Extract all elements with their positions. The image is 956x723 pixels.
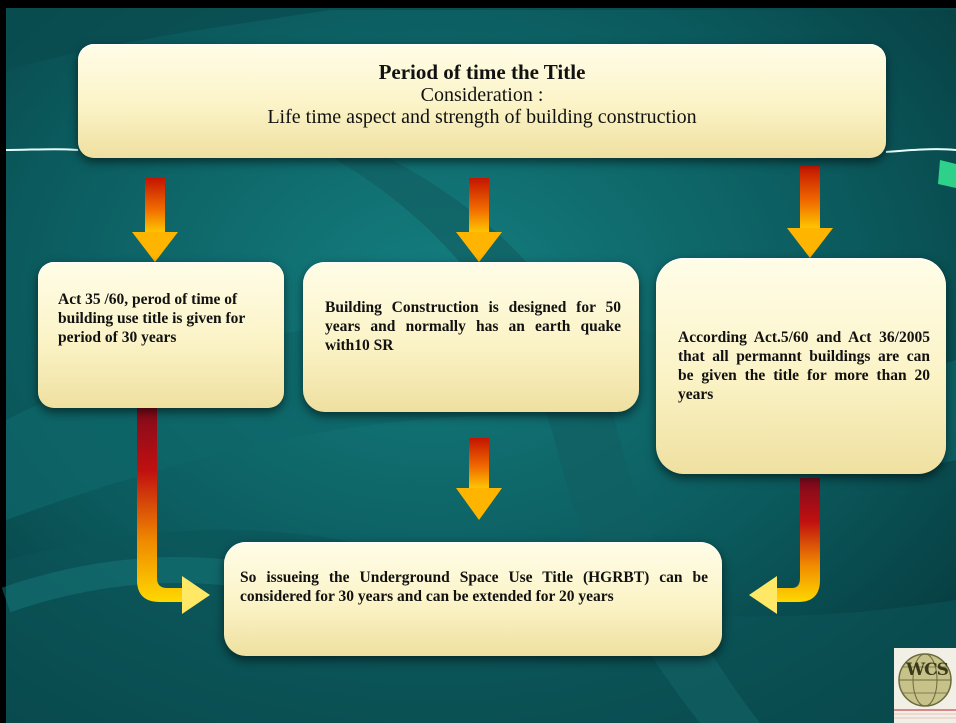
title-heading: Period of time the Title <box>378 60 586 84</box>
title-subheading: Consideration : <box>420 84 544 106</box>
conclusion-text: So issueing the Underground Space Use Ti… <box>240 569 708 605</box>
title-box: Period of time the Title Consideration :… <box>78 44 886 158</box>
globe-logo-icon <box>894 648 956 723</box>
arrow-middle-to-bottom <box>456 438 502 520</box>
arrow-left-to-bottom <box>137 400 210 614</box>
arrow-right-to-bottom <box>749 478 820 614</box>
left-act-box: Act 35 /60, perod of time of building us… <box>38 262 284 408</box>
arrow-middle-down <box>456 178 502 262</box>
right-act-box: According Act.5/60 and Act 36/2005 that … <box>656 258 946 474</box>
right-act-text: According Act.5/60 and Act 36/2005 that … <box>678 329 930 403</box>
logo-text: WCS <box>906 660 949 680</box>
middle-construction-box: Building Construction is designed for 50… <box>303 262 639 412</box>
title-description: Life time aspect and strength of buildin… <box>267 106 697 128</box>
arrow-left-down <box>132 178 178 262</box>
conclusion-box: So issueing the Underground Space Use Ti… <box>224 542 722 656</box>
middle-construction-text: Building Construction is designed for 50… <box>325 299 621 354</box>
left-act-text: Act 35 /60, perod of time of building us… <box>58 291 246 346</box>
arrow-right-down <box>787 166 833 258</box>
